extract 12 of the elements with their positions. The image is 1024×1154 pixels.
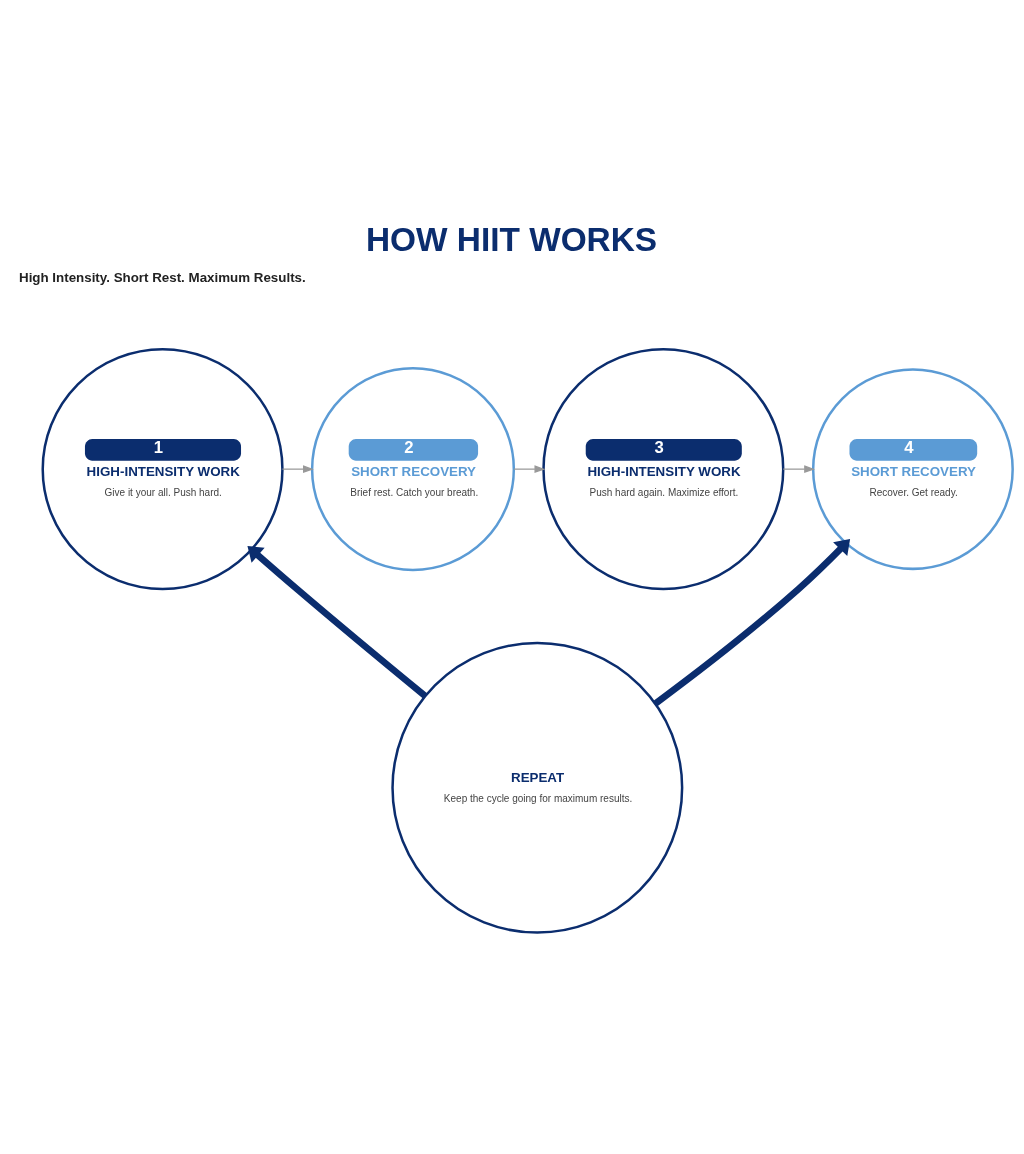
node-circle: REPEAT Keep the cycle going for maximum results. [390, 641, 683, 934]
arrow [281, 465, 314, 473]
node-circle: 1 HIGH-INTENSITY WORK Give it your all. Push hard. [41, 348, 284, 591]
arrow [512, 465, 545, 473]
arrow [652, 539, 850, 707]
arrow [246, 545, 427, 699]
diagram-title: HOW HIIT WORKS [365, 220, 657, 258]
arrow [782, 465, 815, 473]
node-circle: 2 SHORT RECOVERY Brief rest. Catch your breath. [310, 367, 515, 572]
node-circle: 4 SHORT RECOVERY Recover. Get ready. [811, 368, 1014, 571]
label: High Intensity. Short Rest. Maximum Results. [18, 270, 306, 286]
node-circle: 3 HIGH-INTENSITY WORK Push hard again. Maximize effort. [541, 348, 784, 591]
